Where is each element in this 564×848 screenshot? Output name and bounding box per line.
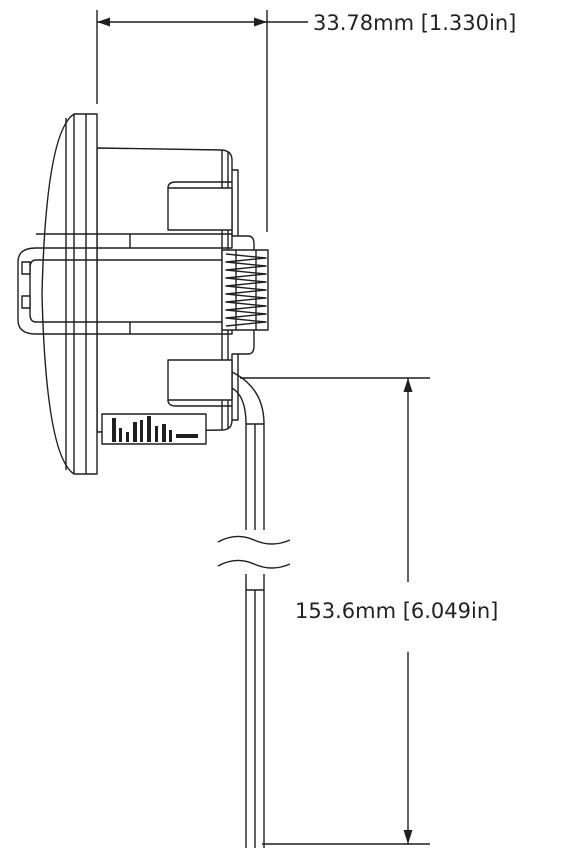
front-bezel (41, 113, 98, 475)
coil-spring (225, 253, 267, 327)
label-strip (101, 413, 207, 445)
label-bars (112, 416, 198, 442)
cable-length-dimension (240, 377, 430, 845)
cable-arrow-top (403, 378, 413, 392)
rear-boss-bottom (167, 359, 233, 401)
width-dimension-label: 33.78mm [1.330in] (313, 11, 516, 35)
cable-break-line-top (217, 535, 291, 545)
cable-break-line-bottom (217, 559, 291, 569)
cable-bend-outer (231, 371, 265, 530)
cable-arrow-bottom (403, 830, 413, 844)
rear-boss-top (167, 187, 233, 231)
width-arrow-left (97, 17, 110, 27)
width-dimension (96, 10, 308, 232)
cable-length-label: 153.6mm [6.049in] (295, 599, 498, 623)
device-side-view (17, 113, 269, 475)
width-arrow-right (254, 17, 267, 27)
cable-lower (245, 574, 265, 848)
cable (217, 371, 291, 848)
cable-bend-inner (231, 387, 247, 530)
